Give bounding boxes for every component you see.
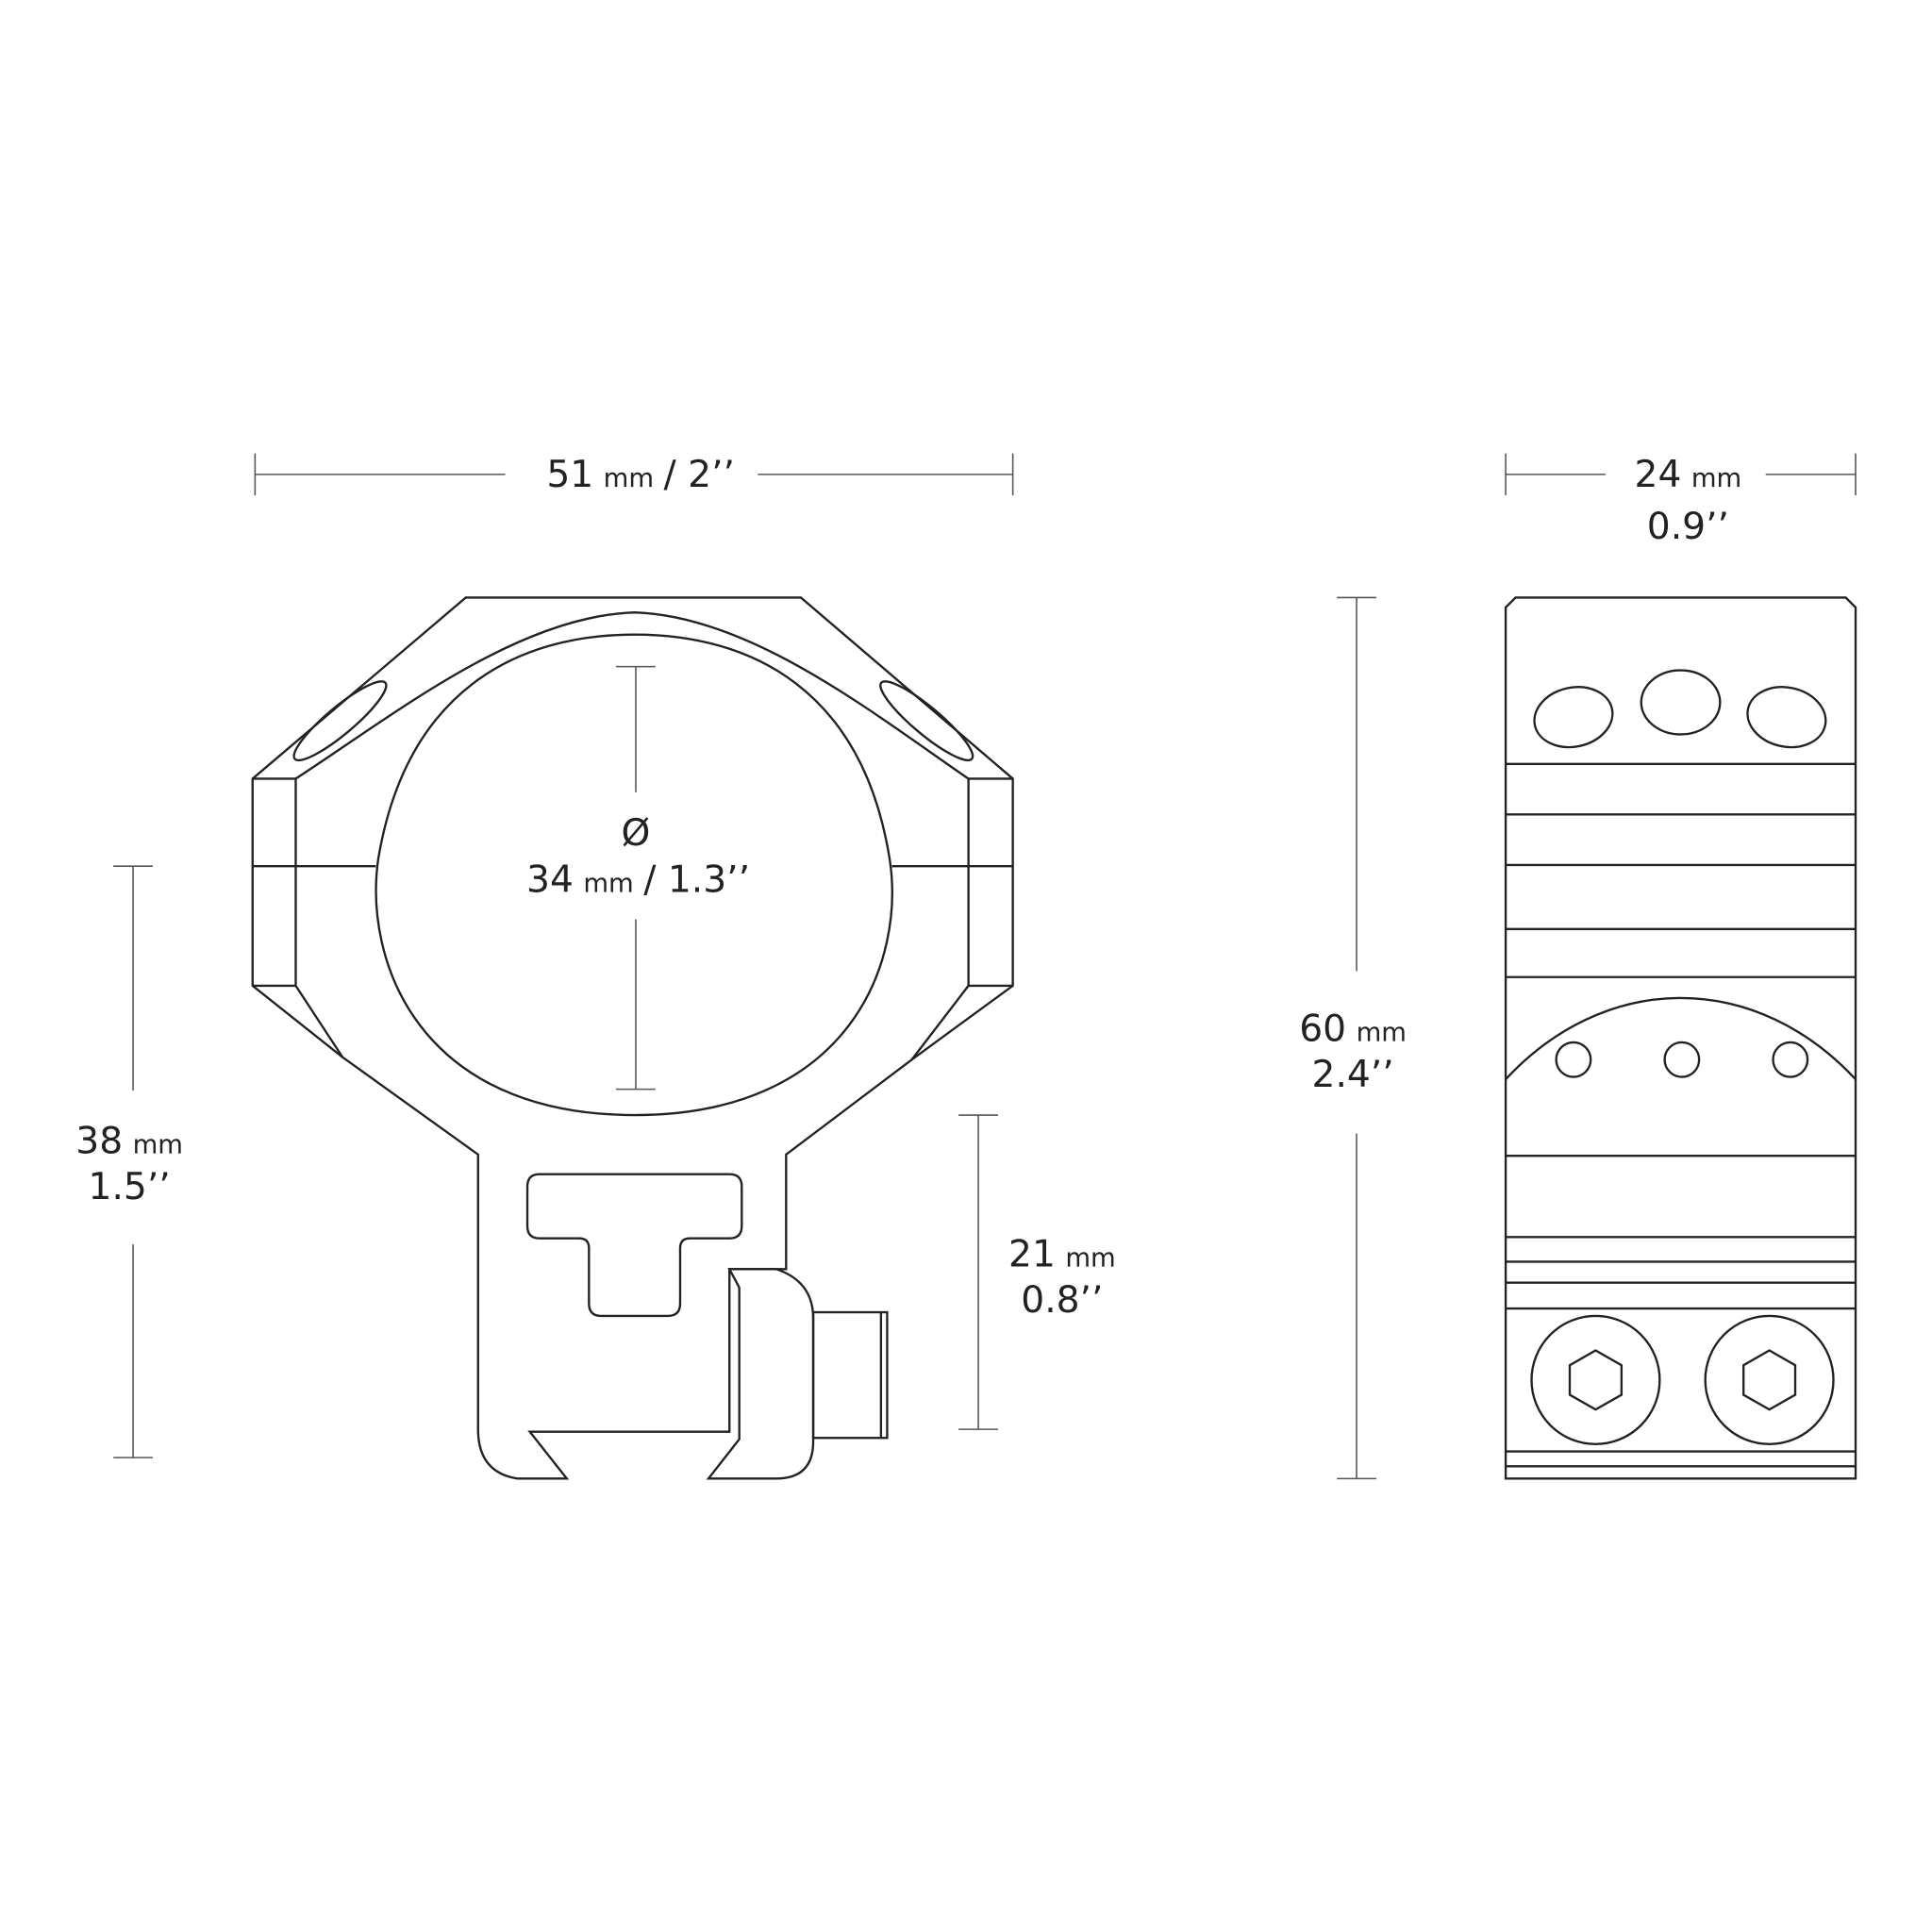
diameter-symbol: Ø bbox=[622, 812, 651, 855]
clamp-bolt bbox=[811, 1310, 889, 1440]
height-base-imperial: 0.8’’ bbox=[1021, 1279, 1103, 1322]
width-side-imperial: 0.9’’ bbox=[1647, 506, 1729, 548]
dimension-lines bbox=[113, 453, 1857, 1480]
clamp-jaw bbox=[706, 1268, 815, 1480]
height-total-imperial: 2.4’’ bbox=[1312, 1054, 1394, 1096]
hex-screw-right bbox=[1704, 1314, 1835, 1445]
front-view bbox=[251, 596, 1014, 1480]
screw-hole-right bbox=[879, 680, 974, 762]
side-grooves bbox=[1506, 762, 1857, 1468]
ring-bore bbox=[375, 633, 893, 1117]
recoil-lug-slot bbox=[525, 1173, 743, 1318]
hex-screw-left bbox=[1530, 1314, 1661, 1445]
ring-outline bbox=[251, 596, 1014, 1480]
screw-hole-left bbox=[292, 680, 388, 762]
height-center-imperial: 1.5’’ bbox=[89, 1166, 171, 1208]
side-view bbox=[1504, 596, 1857, 1480]
